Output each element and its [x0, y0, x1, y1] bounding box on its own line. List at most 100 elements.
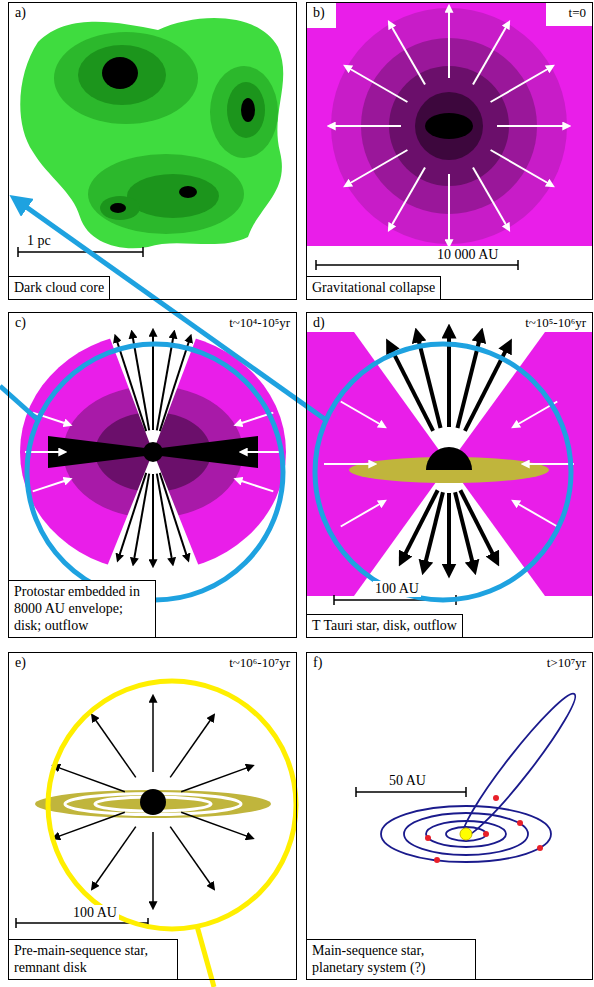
flow-arrow — [341, 402, 382, 426]
pre-main-sequence — [16, 789, 271, 928]
planet — [517, 820, 523, 826]
flow-arrow — [349, 150, 408, 184]
flow-arrow — [57, 812, 125, 837]
density-ring — [415, 92, 483, 160]
flow-arrow — [152, 700, 154, 772]
dark-cloud — [18, 18, 283, 257]
planet — [434, 857, 440, 863]
orbit — [381, 806, 551, 862]
panel-letter: f) — [311, 655, 324, 671]
flow-arrow — [152, 474, 154, 562]
cloud-layer — [54, 32, 198, 124]
panel-letter: d) — [311, 315, 327, 331]
panel-letter: b) — [311, 5, 327, 21]
time-label: t=0 — [567, 5, 588, 21]
pointer-line — [0, 386, 38, 420]
stage-panel: a) 1 pc Dark cloud core — [8, 2, 297, 300]
collapse — [306, 2, 593, 270]
sun — [460, 828, 472, 840]
protostar — [20, 312, 286, 574]
flow-arrow — [160, 340, 190, 431]
flow-arrow — [341, 503, 382, 527]
planet — [425, 835, 431, 841]
flow-arrow — [517, 503, 558, 527]
flow-arrow — [349, 68, 408, 102]
flow-arrow — [181, 812, 249, 837]
time-label: t~10⁴-10⁵yr — [227, 315, 292, 331]
corner-cut — [306, 2, 336, 28]
flow-arrow — [527, 463, 574, 465]
cloud-inner — [227, 82, 265, 138]
star — [143, 442, 163, 462]
flow-arrow — [57, 767, 125, 792]
panel-letter: e) — [13, 655, 28, 671]
flow-arrow — [425, 492, 443, 565]
core — [425, 113, 473, 139]
cloud-layer — [210, 66, 278, 158]
time-label: t~10⁵-10⁶yr — [523, 315, 588, 331]
flow-arrows — [25, 10, 574, 904]
highlight-circle — [48, 681, 296, 929]
flow-arrow — [170, 718, 211, 777]
caption-box: Dark cloud core — [8, 276, 110, 300]
caption-text: T Tauri star, disk, outflow — [312, 617, 457, 634]
outflow-cone — [104, 452, 202, 574]
scale-label: 50 AU — [387, 773, 428, 789]
flow-arrow — [491, 150, 550, 184]
caption-text: Dark cloud core — [14, 279, 104, 296]
scale-label: 100 AU — [373, 581, 421, 597]
flow-arrow — [333, 125, 401, 127]
cloud-ground — [306, 2, 593, 246]
comet — [493, 795, 499, 801]
orbit — [404, 813, 528, 855]
outflow-cone — [100, 312, 206, 452]
flow-arrow — [324, 463, 371, 465]
star — [140, 789, 166, 815]
caption-text: Pre-main-sequence star, remnant disk — [14, 942, 172, 976]
cloud-layer — [88, 154, 244, 234]
caption-text: Protostar embedded in 8000 AU envelope; … — [14, 583, 150, 634]
flow-arrow — [94, 718, 135, 777]
flow-arrow — [448, 10, 450, 78]
stage-panel: c)t~10⁴-10⁵yrProtostar embedded in 8000 … — [8, 312, 297, 638]
flow-arrow — [119, 473, 146, 557]
flow-arrow — [497, 125, 565, 127]
dense-core — [110, 203, 126, 213]
flow-arrow — [447, 334, 451, 427]
flow-arrow — [94, 827, 135, 886]
density-ring — [389, 66, 509, 186]
cloud-inner — [127, 174, 219, 218]
flow-arrow — [457, 338, 479, 428]
stage-panel: d) t~10⁵-10⁶yr 100 AU T Tauri star, disk, o… — [306, 312, 593, 638]
flow-arrow — [448, 174, 450, 242]
panel-letter: a) — [13, 5, 28, 21]
flow-arrow — [117, 340, 147, 431]
flow-arrow — [391, 348, 433, 431]
caption-box: T Tauri star, disk, outflow — [306, 614, 463, 638]
flow-arrow — [152, 832, 154, 904]
disk — [48, 436, 258, 468]
flow-arrow — [404, 490, 438, 557]
flow-arrow — [245, 451, 281, 453]
pointer-line — [197, 926, 214, 987]
flow-arrow — [33, 480, 67, 491]
flow-arrow — [447, 493, 451, 568]
time-label: t~10⁶-10⁷yr — [227, 655, 292, 671]
corner-cut — [546, 2, 593, 26]
planet — [537, 845, 543, 851]
flow-arrow — [473, 26, 507, 85]
caption-box: Protostar embedded in 8000 AU envelope; … — [8, 580, 156, 638]
planetary-system — [356, 687, 584, 863]
stage-panel: e)t~10⁶-10⁷yr100 AUPre-main-sequence sta… — [8, 652, 297, 980]
dense-core — [241, 98, 255, 122]
density-ring — [331, 8, 567, 244]
cloud-inner — [78, 45, 166, 105]
star — [426, 447, 472, 470]
scale-label: 1 pc — [25, 233, 53, 249]
flow-arrow — [152, 334, 154, 430]
planet — [483, 831, 489, 837]
flow-arrow — [239, 480, 273, 491]
highlight-overlay — [0, 204, 571, 987]
